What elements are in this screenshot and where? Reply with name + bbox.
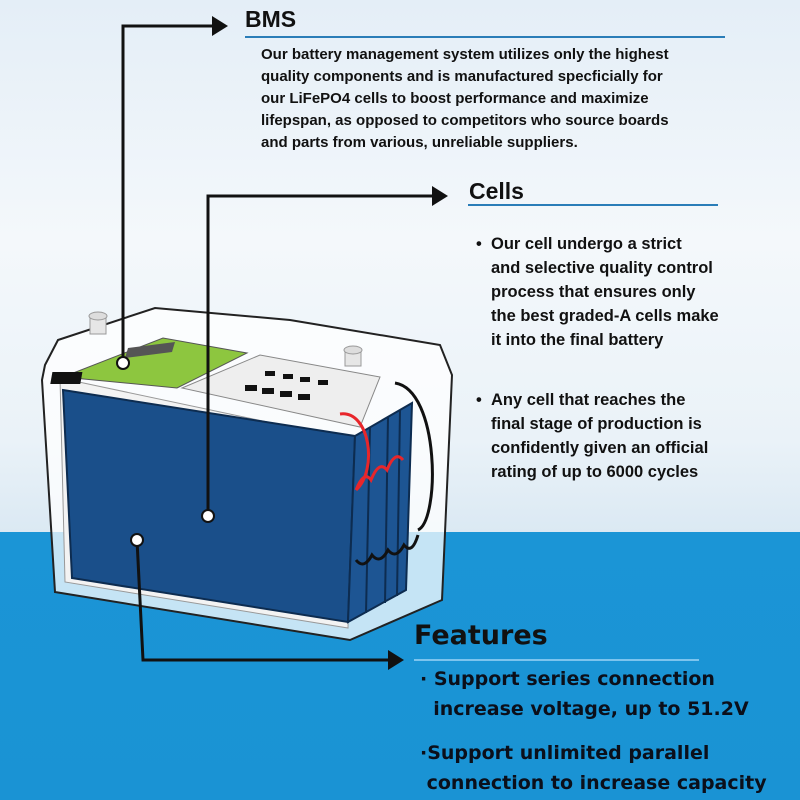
bullet-line: process that ensures only [491,283,696,301]
bullet-line: Our cell undergo a strict [491,235,682,253]
bms-description: Our battery management system utilizes o… [261,44,731,154]
bullet-icon: • [476,391,482,409]
bullet-line: final stage of production is [491,415,702,433]
bullet-line: and selective quality control [491,259,713,277]
bms-heading: BMS [245,6,297,32]
bms-line: Our battery management system utilizes o… [261,46,669,63]
cells-divider [468,204,718,206]
features-divider [414,659,699,661]
bms-line: and parts from various, unreliable suppl… [261,134,578,151]
bullet-line: Any cell that reaches the [491,391,686,409]
cells-bullet-quality: • Our cell undergo a strict and selectiv… [476,232,719,352]
terminal-icons [88,311,363,367]
bullet-line: it into the final battery [491,331,664,349]
feature-line: connection to increase capacity [420,772,767,794]
bms-divider [245,36,725,38]
bms-line: our LiFePO4 cells to boost performance a… [261,90,649,107]
bullet-line: rating of up to 6000 cycles [491,463,699,481]
bms-leader [116,16,228,370]
bms-line: lifepspan, as opposed to competitors who… [261,112,669,129]
features-leader [130,533,404,670]
bms-line: quality components and is manufactured s… [261,68,663,85]
feature-line: increase voltage, up to 51.2V [420,698,749,720]
black-wire [354,381,434,566]
bullet-icon: • [476,235,482,253]
feature-parallel: ·Support unlimited parallel connection t… [420,738,767,798]
red-wire [339,412,405,492]
cells-heading: Cells [469,178,524,204]
cells-bullet-rating: • Any cell that reaches the final stage … [476,388,708,484]
features-heading: Features [414,620,548,651]
feature-line: ·Support unlimited parallel [420,742,710,764]
feature-series: · Support series connection increase vol… [420,664,749,724]
cells-leader [201,186,448,523]
cell-pack-side [346,401,414,624]
feature-line: · Support series connection [420,668,715,690]
bullet-line: confidently given an official [491,439,709,457]
bullet-line: the best graded-A cells make [491,307,719,325]
